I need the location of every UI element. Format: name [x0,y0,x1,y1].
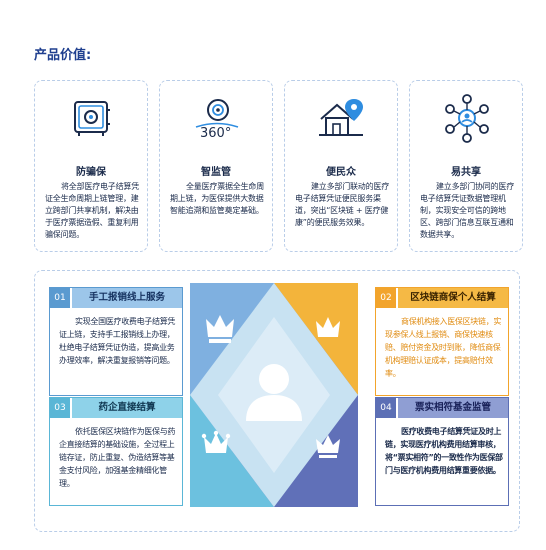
feature-number: 04 [376,398,396,418]
feature-title: 手工报销线上服务 [72,288,182,308]
card-title: 便民众 [326,167,356,178]
card-description: 建立多部门协同的医疗电子结算凭证数据管理机制，实现安全可信的跨地区、跨部门信息互… [420,182,514,239]
card-title: 易共享 [451,167,481,178]
feature-description: 实现全国医疗收费电子结算凭证上链，支持手工报销线上办理，杜绝电子结算凭证伪造，提… [59,317,176,365]
feature-description: 依托医保区块链作为医保与药企直接结算的基础设施，全过程上链存证，防止重复、伪造结… [59,427,176,488]
crown-icon [206,315,234,343]
value-card-easy-sharing: 易共享 建立多部门协同的医疗电子结算凭证数据管理机制，实现安全可信的跨地区、跨部… [409,80,523,252]
crown-icon [201,430,231,453]
feature-box-pharma-settlement: 03 药企直接结算 依托医保区块链作为医保与药企直接结算的基础设施，全过程上链存… [49,397,183,506]
feature-number: 03 [50,398,70,418]
user-icon [246,364,302,421]
value-card-smart-supervision: 360° 智监管 全量医疗票据全生命周期上链，为医保提供大数据智能追溯和监管奠定… [159,80,273,252]
center-graphic [190,283,358,507]
crown-icon [316,435,340,458]
value-card-convenience: 便民众 建立多部门联动的医疗电子结算凭证便民服务渠道，突出“区块链 + 医疗健康… [284,80,398,252]
svg-text:360°: 360° [200,126,231,141]
feature-box-fund-supervision: 04 票实相符基金监管 医疗收费电子结算凭证及时上链，实现医疗机构费用结算审核，… [375,397,509,506]
feature-box-manual-reimbursement: 01 手工报销线上服务 实现全国医疗收费电子结算凭证上链，支持手工报销线上办理，… [49,287,183,396]
crown-icon [316,317,340,337]
feature-title: 药企直接结算 [72,398,182,418]
card-description: 全量医疗票据全生命周期上链，为医保提供大数据智能追溯和监管奠定基础。 [170,182,264,215]
safe-lock-icon [74,101,110,136]
feature-number: 01 [50,288,70,308]
eye-360-icon: 360° [195,99,239,141]
feature-title: 区块链商保个人结算 [398,288,508,308]
house-location-icon [319,99,363,136]
card-description: 建立多部门联动的医疗电子结算凭证便民服务渠道，突出“区块链 + 医疗健康”的便民… [295,182,389,227]
feature-description: 商保机构接入医保区块链，实现参保人线上报销、商保快速核赔、赔付资金及时到账，降低… [385,317,502,378]
card-title: 智监管 [201,167,231,178]
feature-description: 医疗收费电子结算凭证及时上链，实现医疗机构费用结算审核，将“票实相符”的一致性作… [385,427,503,475]
feature-title: 票实相符基金监管 [398,398,508,418]
feature-number: 02 [376,288,396,308]
features-frame [34,270,520,532]
feature-box-commercial-insurance: 02 区块链商保个人结算 商保机构接入医保区块链，实现参保人线上报销、商保快速核… [375,287,509,396]
network-people-icon [445,94,489,143]
card-title: 防骗保 [76,167,106,178]
page-title: 产品价值: [34,48,92,63]
value-card-anti-fraud: 防骗保 将全部医疗电子结算凭证全生命周期上链管理，建立跨部门共享机制，解决由于医… [34,80,148,252]
card-description: 将全部医疗电子结算凭证全生命周期上链管理，建立跨部门共享机制，解决由于医疗票据造… [45,182,139,239]
